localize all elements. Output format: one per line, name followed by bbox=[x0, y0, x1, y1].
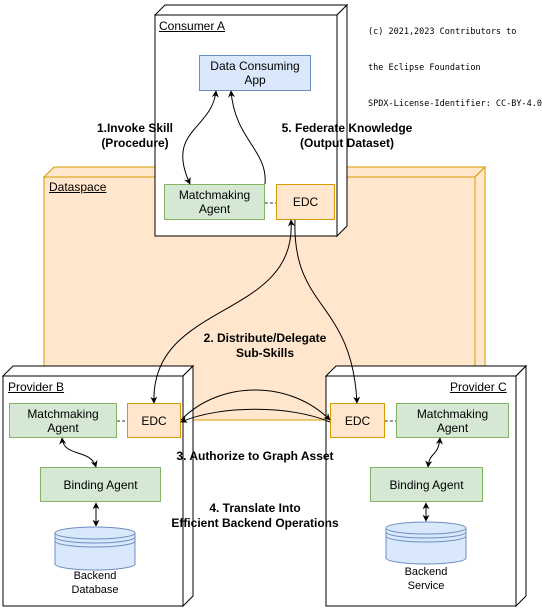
provider-c-binding-agent-label: Binding Agent bbox=[389, 477, 464, 492]
copyright-line-1: (c) 2021,2023 Contributors to bbox=[368, 27, 517, 37]
edc-b-to-edc-c-arrow bbox=[180, 389, 331, 421]
provider-b-matchmaking-agent-label: Matchmaking Agent bbox=[27, 406, 99, 435]
step-1-label: 1.Invoke Skill (Procedure) bbox=[80, 121, 190, 151]
backend-database-line-2: Database bbox=[71, 584, 119, 596]
provider-b-matchmaking-agent-box: Matchmaking Agent bbox=[9, 403, 117, 438]
consumer-matchmaking-agent-label: Matchmaking Agent bbox=[178, 188, 251, 216]
backend-database-icon bbox=[54, 526, 136, 571]
data-consuming-app-box: Data Consuming App bbox=[199, 55, 311, 91]
step-4-label: 4. Translate Into Efficient Backend Oper… bbox=[150, 501, 360, 531]
copyright-line-3: SPDX-License-Identifier: CC-BY-4.0 bbox=[368, 99, 542, 109]
consumer-edc-box: EDC bbox=[276, 184, 335, 220]
provider-b-agent-binding-arrow bbox=[59, 437, 98, 468]
step-5-label: 5. Federate Knowledge (Output Dataset) bbox=[262, 121, 432, 151]
step-2-line-1: 2. Distribute/Delegate bbox=[203, 331, 327, 345]
backend-service-icon bbox=[385, 521, 467, 565]
provider-b-edc-label: EDC bbox=[141, 413, 167, 428]
provider-b-edc-box: EDC bbox=[127, 403, 181, 438]
provider-c-matchmaking-agent-box: Matchmaking Agent bbox=[396, 403, 509, 438]
backend-service-line-1: Backend bbox=[404, 566, 448, 578]
provider-c-matchmaking-agent-label: Matchmaking Agent bbox=[416, 406, 489, 435]
step-4-line-2: Efficient Backend Operations bbox=[171, 516, 339, 530]
federate-knowledge-arrow bbox=[228, 90, 266, 185]
step-2-line-2: Sub-Skills bbox=[235, 346, 294, 360]
backend-service-line-2: Service bbox=[407, 580, 445, 592]
consumer-edc-label: EDC bbox=[292, 195, 319, 209]
copyright-line-2: the Eclipse Foundation bbox=[368, 63, 481, 73]
provider-c-edc-label: EDC bbox=[344, 413, 371, 428]
connectors-layer bbox=[54, 90, 467, 571]
provider-c-agent-binding-arrow bbox=[425, 437, 443, 468]
delegate-to-provider-c-arrow bbox=[294, 219, 361, 404]
provider-b-binding-agent-box: Binding Agent bbox=[40, 467, 161, 502]
provider-c-edc-box: EDC bbox=[330, 403, 385, 438]
dataspace-title: Dataspace bbox=[49, 180, 107, 194]
invoke-skill-arrow bbox=[182, 90, 219, 185]
delegate-to-provider-b-arrow bbox=[150, 219, 295, 404]
provider-c-title: Provider C bbox=[450, 380, 507, 394]
backend-database-label: Backend Database bbox=[55, 569, 135, 597]
step-5-line-1: 5. Federate Knowledge bbox=[281, 121, 413, 135]
step-3-line-1: 3. Authorize to Graph Asset bbox=[176, 449, 334, 463]
consumer-title: Consumer A bbox=[159, 19, 226, 33]
backend-database-line-1: Backend bbox=[73, 570, 117, 582]
step-4-line-1: 4. Translate Into bbox=[209, 501, 301, 515]
step-1-line-1: 1.Invoke Skill bbox=[96, 121, 174, 135]
data-consuming-app-label: Data Consuming App bbox=[210, 59, 300, 87]
step-1-line-2: (Procedure) bbox=[101, 136, 169, 150]
step-5-line-2: (Output Dataset) bbox=[300, 136, 394, 150]
step-3-label: 3. Authorize to Graph Asset bbox=[155, 449, 355, 464]
provider-b-title: Provider B bbox=[8, 380, 65, 394]
consumer-matchmaking-agent-box: Matchmaking Agent bbox=[164, 184, 265, 220]
edc-c-to-edc-b-arrow bbox=[180, 408, 331, 423]
provider-c-binding-agent-box: Binding Agent bbox=[370, 467, 483, 502]
provider-b-binding-agent-label: Binding Agent bbox=[63, 477, 138, 492]
step-2-label: 2. Distribute/Delegate Sub-Skills bbox=[180, 331, 350, 361]
copyright-notice: (c) 2021,2023 Contributors to the Eclips… bbox=[368, 2, 542, 122]
backend-service-label: Backend Service bbox=[386, 565, 466, 593]
